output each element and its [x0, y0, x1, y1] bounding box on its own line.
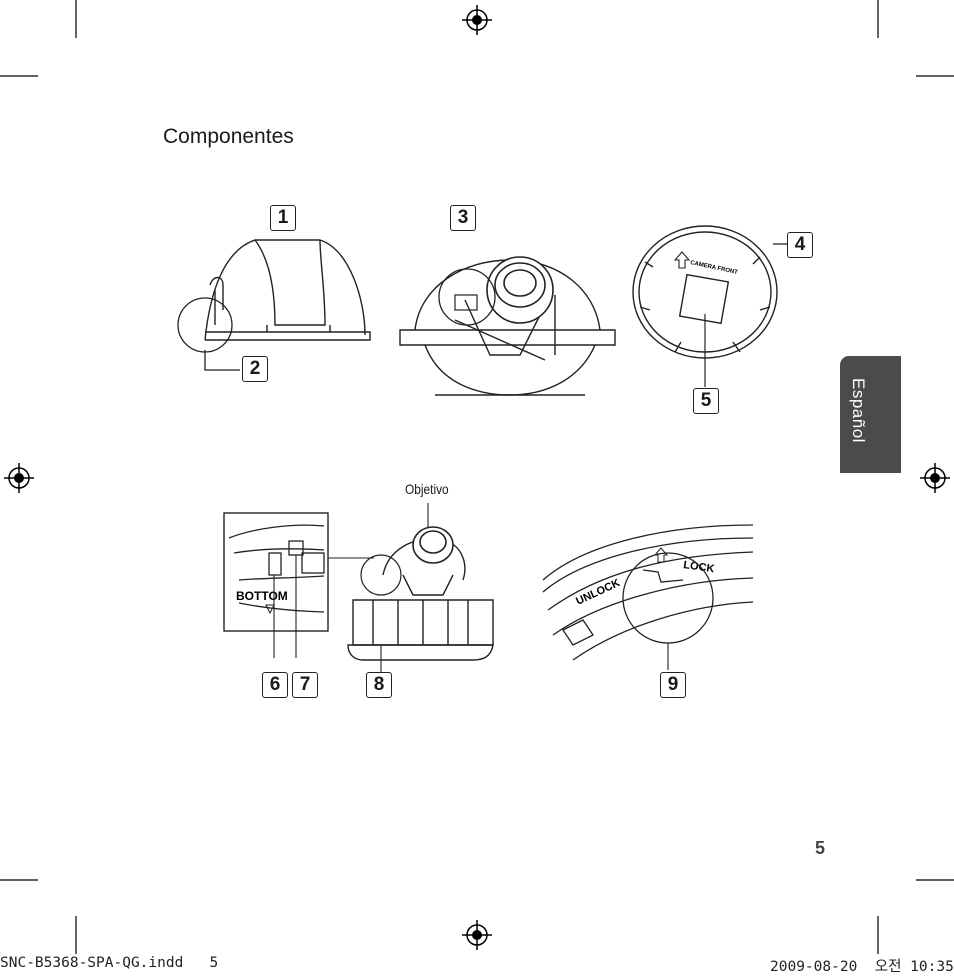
- callout-3: 3: [450, 205, 476, 231]
- language-tab-label: Español: [849, 378, 868, 443]
- callout-9: 9: [660, 672, 686, 698]
- page-title: Componentes: [163, 125, 294, 148]
- callout-4: 4: [787, 232, 813, 258]
- bottom-label: BOTTOM: [236, 589, 288, 603]
- callout-6: 6: [262, 672, 288, 698]
- dome-cover-illustration: [177, 239, 371, 371]
- page-number: 5: [815, 838, 826, 858]
- objetivo-label: Objetivo: [405, 481, 449, 497]
- base-plate-illustration: CAMERA FRONT: [632, 225, 790, 387]
- registration-mark-icon: [4, 463, 34, 493]
- lock-ring-illustration: UNLOCK LOCK: [542, 524, 754, 670]
- lock-label: LOCK: [683, 559, 716, 575]
- callout-2: 2: [242, 356, 268, 382]
- footer-filename: SNC-B5368-SPA-QG.indd 5: [0, 955, 219, 971]
- registration-mark-icon: [462, 5, 492, 35]
- camera-front-label: CAMERA FRONT: [690, 260, 739, 276]
- bottom-detail-illustration: BOTTOM: [223, 512, 374, 658]
- callout-1: 1: [270, 205, 296, 231]
- registration-mark-icon: [920, 463, 950, 493]
- callout-5: 5: [693, 388, 719, 414]
- callout-7: 7: [292, 672, 318, 698]
- footer-timestamp: 2009-08-20 오전 10:35:: [770, 959, 954, 975]
- camera-module-illustration: [399, 256, 616, 396]
- camera-side-illustration: [347, 503, 494, 675]
- language-tab: Español: [840, 356, 901, 473]
- callout-8: 8: [366, 672, 392, 698]
- registration-mark-icon: [462, 920, 492, 950]
